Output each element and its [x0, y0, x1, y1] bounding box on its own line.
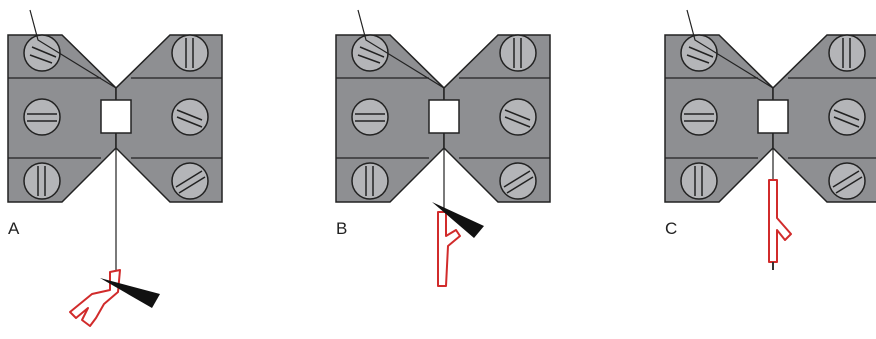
- screw-icon: [24, 163, 60, 199]
- clamp-block-c: [665, 35, 876, 202]
- screw-icon: [172, 99, 208, 135]
- screw-icon: [681, 35, 717, 71]
- screw-icon: [829, 163, 865, 199]
- panel-label-a: A: [8, 219, 20, 238]
- panel-a: A: [8, 10, 222, 326]
- screw-icon: [500, 163, 536, 199]
- screw-icon: [829, 99, 865, 135]
- panel-label-c: C: [665, 219, 677, 238]
- clamp-block-b: [336, 35, 550, 202]
- screw-icon: [681, 163, 717, 199]
- screw-icon: [172, 35, 208, 71]
- screw-icon: [500, 99, 536, 135]
- clip-icon: [769, 180, 791, 270]
- clamp-block-a: [8, 35, 222, 202]
- screw-icon: [24, 35, 60, 71]
- screw-icon: [352, 99, 388, 135]
- clip-icon: [70, 270, 120, 326]
- panel-label-b: B: [336, 219, 347, 238]
- screw-icon: [681, 99, 717, 135]
- panel-c: C: [665, 10, 876, 270]
- screw-icon: [829, 35, 865, 71]
- screw-icon: [352, 163, 388, 199]
- center-slot: [429, 100, 459, 133]
- screw-icon: [24, 99, 60, 135]
- panel-b: B: [336, 10, 550, 286]
- screw-icon: [500, 35, 536, 71]
- center-slot: [101, 100, 131, 133]
- center-slot: [758, 100, 788, 133]
- screw-icon: [172, 163, 208, 199]
- screw-icon: [352, 35, 388, 71]
